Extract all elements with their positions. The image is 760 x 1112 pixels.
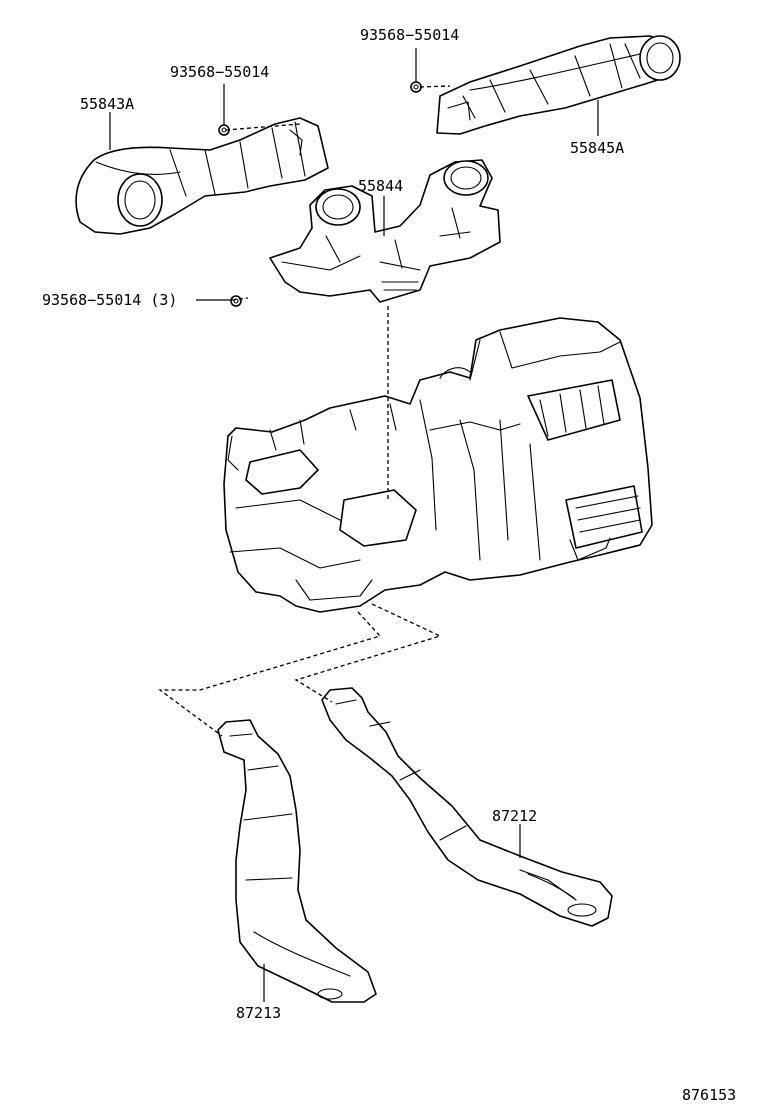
duct-55845a — [436, 35, 681, 135]
leader-lines — [109, 48, 599, 1002]
label-55845a: 55845A — [570, 139, 624, 157]
label-bolt-three: 93568−55014 (3) — [42, 291, 177, 309]
assembly-lines — [158, 85, 451, 737]
duct-87212 — [321, 687, 613, 927]
bolt-three — [230, 295, 242, 307]
duct-87213 — [217, 719, 377, 1003]
label-87213: 87213 — [236, 1004, 281, 1022]
label-55843a: 55843A — [80, 95, 134, 113]
label-87212: 87212 — [492, 807, 537, 825]
duct-55843a — [75, 117, 329, 235]
duct-55844 — [269, 159, 501, 303]
figure-id: 876153 — [682, 1086, 736, 1104]
label-bolt-top: 93568−55014 — [360, 26, 459, 44]
label-55844: 55844 — [358, 177, 403, 195]
heater-unit — [223, 317, 653, 613]
label-bolt-left: 93568−55014 — [170, 63, 269, 81]
bolt-top — [410, 81, 422, 93]
part-labels: 93568−55014 93568−55014 55843A 55845A 55… — [42, 26, 736, 1104]
